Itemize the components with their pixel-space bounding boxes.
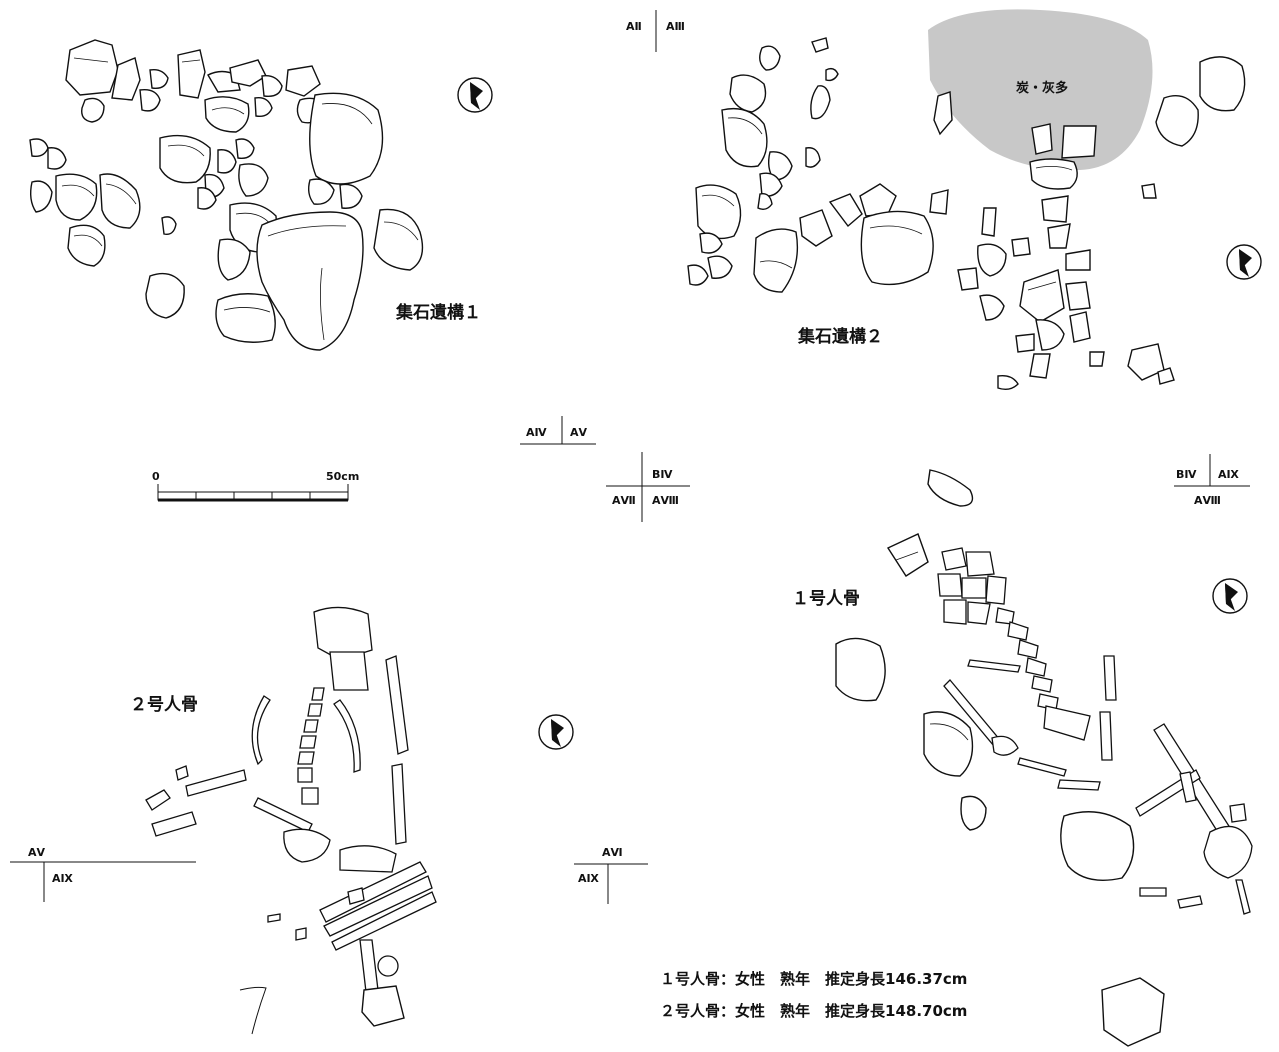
svg-text:AⅤ: AⅤ xyxy=(570,426,588,439)
svg-text:AⅣ: AⅣ xyxy=(526,426,548,439)
svg-text:AⅥ: AⅥ xyxy=(602,846,623,859)
grid-marker-top: AⅡ AⅢ xyxy=(626,10,685,52)
skeleton-1-drawing xyxy=(835,469,1253,1047)
grid-marker-bottom-mid: AⅥ AⅨ xyxy=(574,846,648,904)
grid-marker-mid-b: BⅣ AⅦ AⅧ xyxy=(606,452,690,522)
grid-marker-right: BⅣ AⅨ AⅧ xyxy=(1174,454,1250,507)
svg-text:AⅤ: AⅤ xyxy=(28,846,46,859)
north-arrow-icon xyxy=(1212,578,1248,614)
svg-text:AⅨ: AⅨ xyxy=(1218,468,1240,481)
charcoal-area-label: 炭・灰多 xyxy=(1016,80,1068,96)
grid-marker-mid-a: AⅣ AⅤ xyxy=(520,416,596,445)
north-arrow-icon xyxy=(457,77,493,113)
stone-cluster-1-label: 集石遺構１ xyxy=(395,302,481,323)
north-arrow-icon xyxy=(538,714,574,750)
svg-text:AⅦ: AⅦ xyxy=(612,494,636,507)
stone-cluster-2-label: 集石遺構２ xyxy=(797,326,883,347)
skeleton-2-note: ２号人骨：女性 熟年 推定身長148.70cm xyxy=(660,1002,967,1020)
svg-text:BⅣ: BⅣ xyxy=(1176,468,1197,481)
grid-marker-bottom-left: AⅤ AⅨ xyxy=(10,846,196,902)
svg-text:AⅧ: AⅧ xyxy=(652,494,679,507)
skeleton-2-drawing xyxy=(145,606,437,1027)
svg-text:AⅧ: AⅧ xyxy=(1194,494,1221,507)
skeleton-1-label: １号人骨 xyxy=(792,589,860,609)
svg-text:AⅡ: AⅡ xyxy=(626,20,642,33)
svg-text:BⅣ: BⅣ xyxy=(652,468,673,481)
svg-text:AⅢ: AⅢ xyxy=(666,20,685,33)
north-arrow-icon xyxy=(1226,244,1262,280)
stone-cluster-2 xyxy=(687,37,1246,391)
scale-bar: 0 50cm xyxy=(152,470,359,502)
stone-cluster-1 xyxy=(29,39,424,351)
scale-end-label: 50cm xyxy=(326,470,359,483)
scale-start-label: 0 xyxy=(152,470,160,483)
handwritten-mark xyxy=(239,986,267,1035)
svg-text:AⅨ: AⅨ xyxy=(578,872,600,885)
svg-text:AⅨ: AⅨ xyxy=(52,872,74,885)
skeleton-1-note: １号人骨：女性 熟年 推定身長146.37cm xyxy=(660,970,967,988)
skeleton-2-label: ２号人骨 xyxy=(130,695,198,715)
